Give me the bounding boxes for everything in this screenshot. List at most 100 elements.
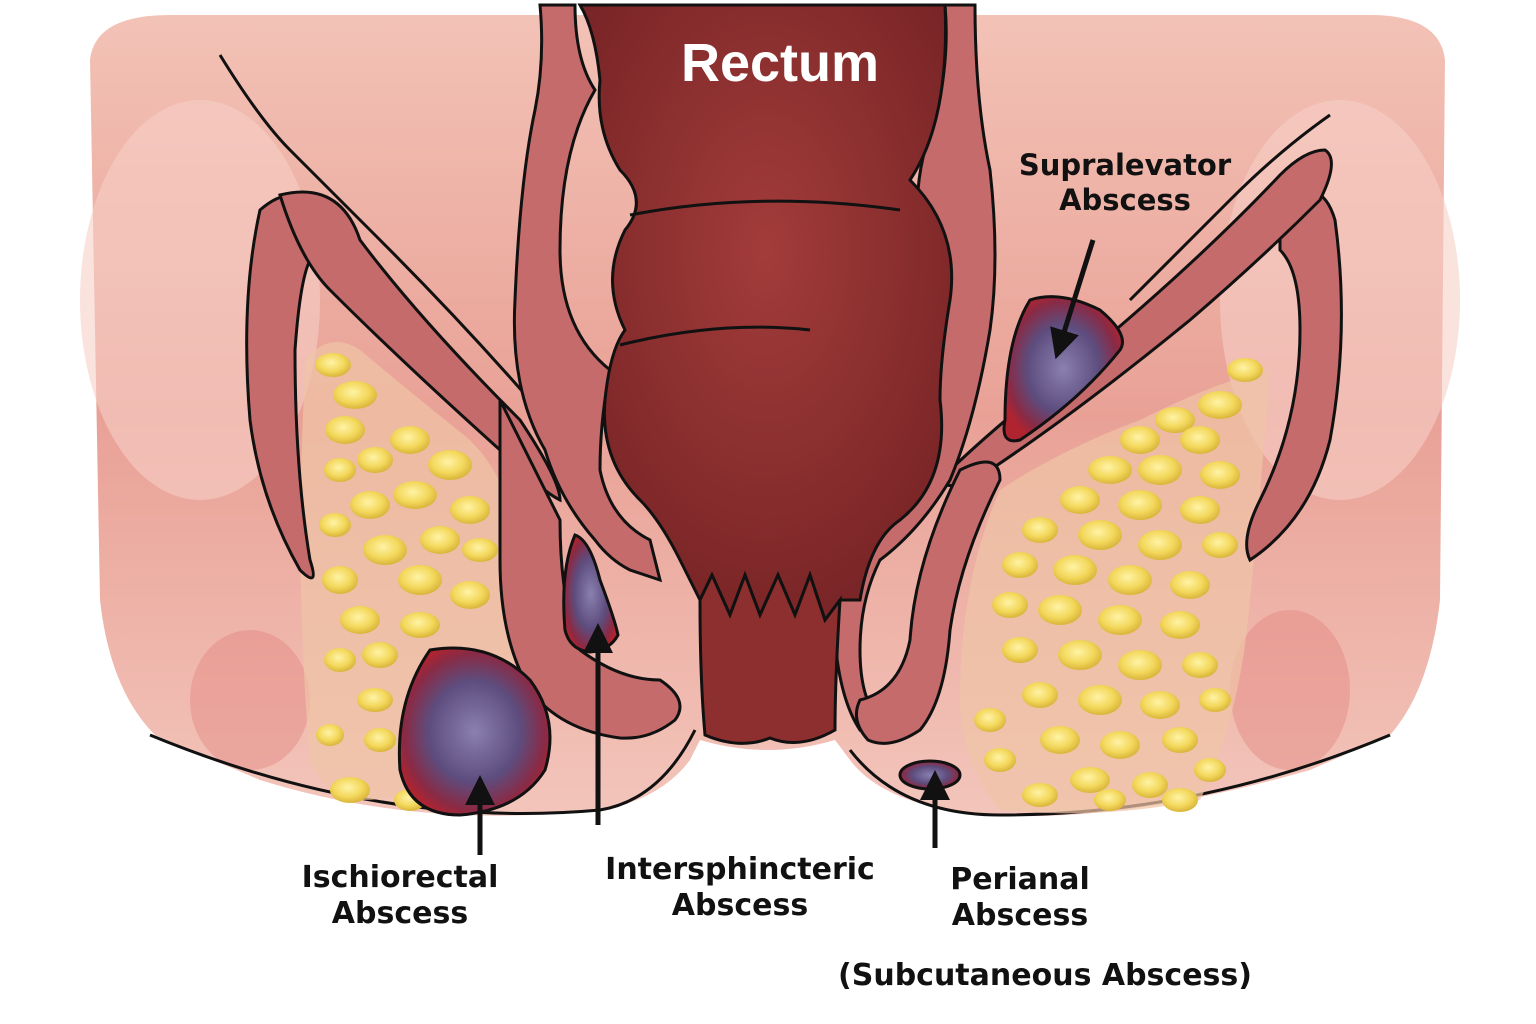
fat-globule xyxy=(316,724,344,746)
skin-outline-right xyxy=(848,733,1391,817)
fat-globule xyxy=(325,416,365,444)
fat-globule xyxy=(1002,637,1038,663)
ischiorectal-abscess-label: Ischiorectal Abscess xyxy=(270,860,530,932)
fat-globule xyxy=(1108,565,1152,595)
fat-globule xyxy=(363,535,407,565)
ischiorectal-label-line1: Ischiorectal xyxy=(301,860,499,895)
pelvic-line-right xyxy=(1128,113,1331,302)
fat-globule xyxy=(1078,520,1122,550)
skin-shadow-left xyxy=(190,630,310,770)
fat-globule xyxy=(322,566,358,594)
skin-outline-left xyxy=(149,729,697,815)
fat-globule xyxy=(420,526,460,554)
fat-globule xyxy=(1098,605,1142,635)
skin-shadow-right xyxy=(1230,610,1350,770)
fat-globule xyxy=(357,688,393,712)
fat-globule xyxy=(992,592,1028,618)
ischiorectal-label-line2: Abscess xyxy=(331,896,469,931)
subcutaneous-abscess-label: (Subcutaneous Abscess) xyxy=(838,958,1252,993)
fat-globule xyxy=(1155,407,1195,433)
ischiorectal-abscess xyxy=(397,646,552,817)
pelvic-line-left xyxy=(218,54,532,401)
fat-globule xyxy=(1040,726,1080,754)
rectal-wall-left xyxy=(512,3,663,583)
intersphincteric-label-line1: Intersphincteric xyxy=(605,852,875,887)
rectal-fold-upper xyxy=(629,199,901,217)
perianal-label-line1: Perianal xyxy=(950,862,1090,897)
fat-globule xyxy=(1053,555,1097,585)
fat-globule xyxy=(1200,461,1240,489)
fat-globule xyxy=(1194,758,1226,782)
fat-globule xyxy=(1227,358,1263,382)
sphincter-right xyxy=(854,460,1002,745)
fat-globule xyxy=(362,642,398,668)
fat-globule xyxy=(350,491,390,519)
fat-globule xyxy=(1094,789,1126,811)
fat-globule xyxy=(1100,731,1140,759)
fat-globule xyxy=(1038,595,1082,625)
supralevator-label-line1: Supralevator xyxy=(1018,148,1232,182)
fat-globule xyxy=(462,538,498,562)
fat-globule xyxy=(357,447,393,473)
fat-globule xyxy=(974,708,1006,732)
perianal-abscess xyxy=(898,759,962,791)
fat-globule xyxy=(390,426,430,454)
fat-globule xyxy=(1058,640,1102,670)
fat-globule xyxy=(1118,490,1162,520)
fat-globule xyxy=(1162,788,1198,812)
fat-globule xyxy=(1199,688,1231,712)
supralevator-label-line2: Abscess xyxy=(1059,182,1191,217)
fat-globule xyxy=(1088,456,1132,484)
fat-globule xyxy=(400,612,440,638)
fat-globule xyxy=(1180,426,1220,454)
fat-globule xyxy=(1132,772,1168,798)
rectal-fold-lower xyxy=(619,325,811,347)
fat-globule xyxy=(1070,767,1110,793)
fat-globule xyxy=(450,581,490,609)
fat-globule xyxy=(1180,496,1220,524)
sphincter-left xyxy=(498,399,682,740)
fat-globule xyxy=(364,728,396,752)
fat-globule xyxy=(333,381,377,409)
fat-globule xyxy=(1140,691,1180,719)
fat-globule xyxy=(1022,517,1058,543)
supralevator-abscess xyxy=(1002,295,1124,443)
fat-globule xyxy=(1170,571,1210,599)
fat-globule xyxy=(324,648,356,672)
fat-globule xyxy=(1118,650,1162,680)
intersphincteric-abscess-label: Intersphincteric Abscess xyxy=(590,852,890,924)
fat-globule xyxy=(1198,391,1242,419)
arrow-icon xyxy=(1050,239,1096,360)
perirectal-fat-right xyxy=(960,358,1270,814)
fat-globule xyxy=(393,481,437,509)
fat-globule xyxy=(340,606,380,634)
rectum-title: Rectum xyxy=(680,33,880,93)
perianal-abscess-label: Perianal Abscess xyxy=(920,862,1120,934)
fat-globule xyxy=(398,565,442,595)
levator-ani-left-inner xyxy=(278,190,562,503)
fat-globule xyxy=(1182,652,1218,678)
anal-canal xyxy=(698,570,842,745)
fat-globule xyxy=(324,458,356,482)
fat-globule xyxy=(984,748,1016,772)
fat-globule xyxy=(1138,530,1182,560)
fat-globule xyxy=(1060,486,1100,514)
fat-globule xyxy=(1162,727,1198,753)
rectum xyxy=(577,3,954,624)
fat-globule xyxy=(1022,682,1058,708)
fat-globule xyxy=(330,777,370,803)
fat-globule xyxy=(319,513,351,537)
fat-globule xyxy=(1120,426,1160,454)
perianal-label-line2: Abscess xyxy=(951,898,1089,933)
supralevator-abscess-label: Supralevator Abscess xyxy=(1000,148,1250,218)
fat-globule xyxy=(1160,611,1200,639)
fat-globule xyxy=(1078,685,1122,715)
fat-globule xyxy=(1138,455,1182,485)
fat-globule xyxy=(315,353,351,377)
fat-globule xyxy=(1002,552,1038,578)
levator-ani-right xyxy=(1245,190,1343,563)
intersphincteric-label-line2: Abscess xyxy=(671,888,809,923)
fat-globule xyxy=(1202,532,1238,558)
fat-globule xyxy=(428,450,472,480)
